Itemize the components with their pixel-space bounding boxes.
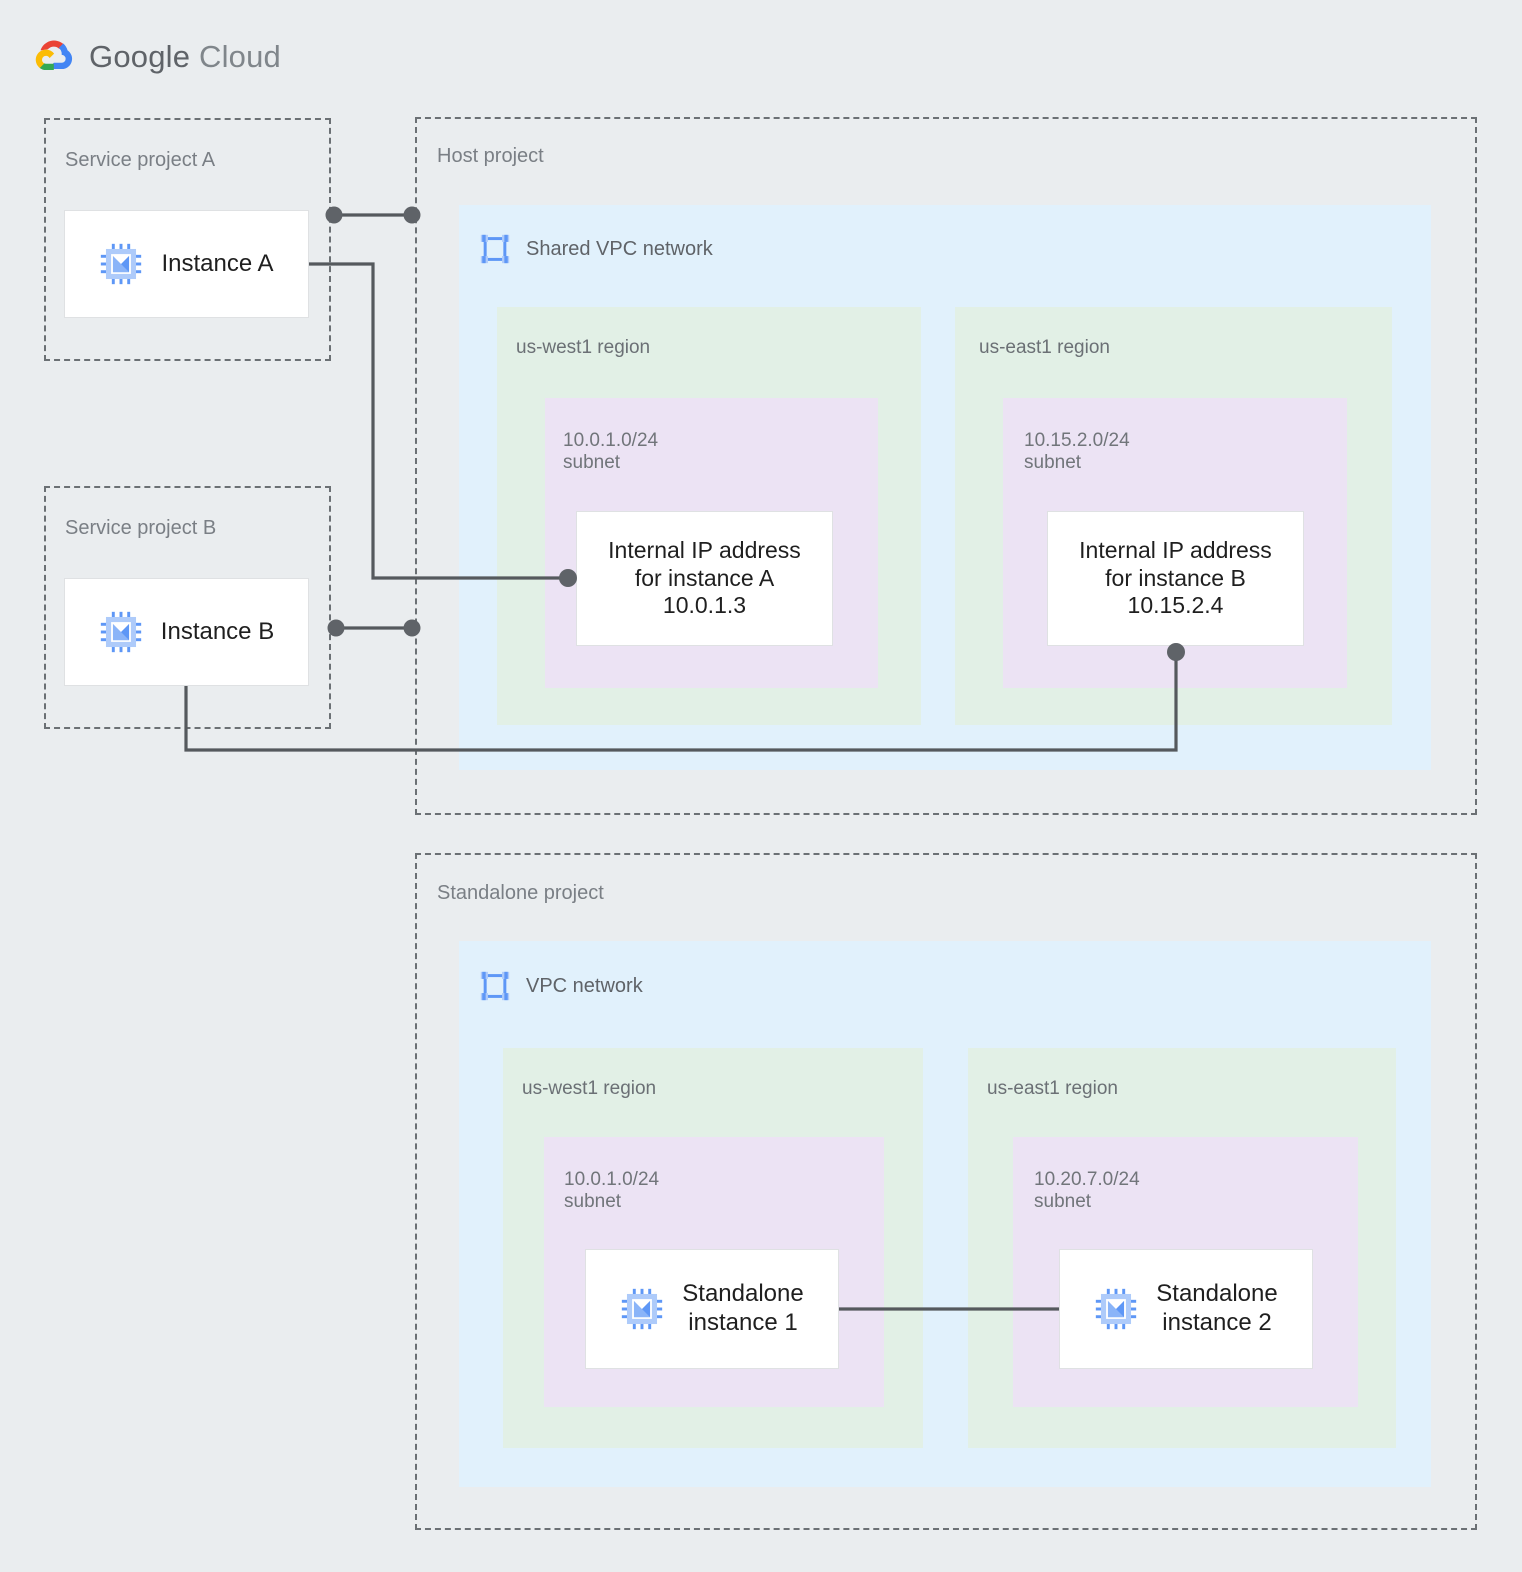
region-label-standalone-us-west1: us-west1 region (522, 1078, 657, 1099)
vm-instance-icon (101, 243, 142, 285)
region-label-host-us-east1: us-east1 region (979, 337, 1110, 358)
region-label-standalone-us-east1: us-east1 region (987, 1078, 1118, 1099)
instance-label-instance-b: Instance B (160, 617, 275, 645)
brand-wordmark: Google Cloud (89, 39, 281, 75)
vm-instance-icon (622, 1288, 663, 1330)
network-header-vpc: VPC network (478, 969, 643, 1003)
subnet-label-host-us-east1: 10.15.2.0/24 subnet (1024, 430, 1130, 474)
instance-label-standalone-instance-1: Standalone instance 1 (682, 1280, 804, 1336)
vm-instance-icon (100, 611, 141, 653)
instance-card-instance-b[interactable]: Instance B (64, 578, 309, 686)
subnet-label-standalone-us-west1: 10.0.1.0/24 subnet (564, 1169, 660, 1213)
brand-name-google: Google (89, 39, 191, 74)
ip-card-instance-a[interactable]: Internal IP address for instance A 10.0.… (576, 511, 833, 646)
brand-name-cloud: Cloud (199, 39, 281, 74)
google-cloud-logo (35, 40, 73, 71)
project-label-service-project-a: Service project A (65, 149, 216, 171)
network-header-shared-vpc: Shared VPC network (478, 232, 713, 266)
project-service-project-a (44, 118, 331, 361)
network-label-vpc: VPC network (526, 974, 643, 997)
google-cloud-brand: Google Cloud (33, 36, 281, 78)
network-label-shared-vpc: Shared VPC network (526, 237, 713, 260)
project-label-service-project-b: Service project B (65, 517, 217, 539)
instance-card-standalone-instance-2[interactable]: Standalone instance 2 (1059, 1249, 1313, 1369)
subnet-label-host-us-west1: 10.0.1.0/24 subnet (563, 430, 659, 474)
ip-card-text-instance-b: Internal IP address for instance B 10.15… (1079, 537, 1272, 619)
instance-card-standalone-instance-1[interactable]: Standalone instance 1 (585, 1249, 839, 1369)
region-label-host-us-west1: us-west1 region (516, 337, 651, 358)
instance-card-instance-a[interactable]: Instance A (64, 210, 309, 318)
subnet-label-standalone-us-east1: 10.20.7.0/24 subnet (1034, 1169, 1140, 1213)
vpc-network-icon (480, 971, 510, 1001)
instance-label-standalone-instance-2: Standalone instance 2 (1156, 1280, 1278, 1336)
ip-card-text-instance-a: Internal IP address for instance A 10.0.… (608, 537, 801, 619)
ip-card-instance-b[interactable]: Internal IP address for instance B 10.15… (1047, 511, 1304, 646)
instance-label-instance-a: Instance A (161, 249, 274, 277)
project-label-host-project: Host project (437, 145, 544, 167)
vpc-network-icon (480, 234, 510, 264)
project-label-standalone-project: Standalone project (437, 882, 604, 904)
project-standalone-project (415, 853, 1477, 1530)
vm-instance-icon (1096, 1288, 1137, 1330)
